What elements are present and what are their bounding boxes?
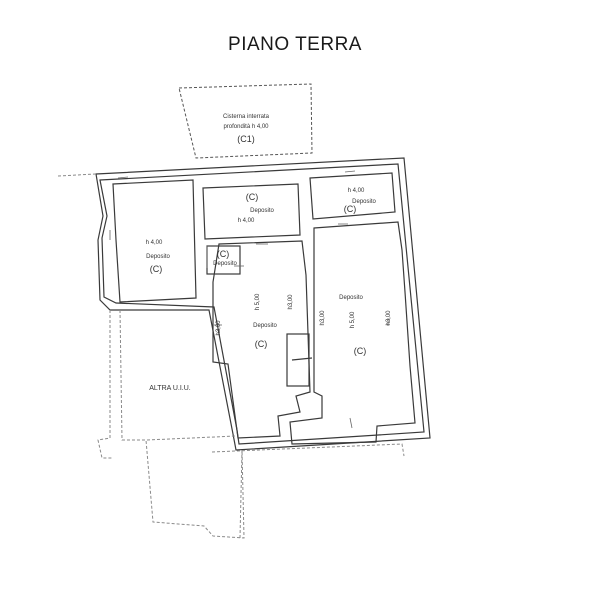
right-room-name: Deposito bbox=[339, 295, 363, 301]
page-title: PIANO TERRA bbox=[228, 34, 362, 55]
small-room-code: (C) bbox=[217, 249, 230, 259]
wall-ticks bbox=[109, 170, 389, 429]
neighbor-outlines bbox=[57, 173, 405, 539]
small-room-name: Deposito bbox=[213, 261, 237, 267]
center-room-code: (C) bbox=[255, 339, 268, 349]
left-room-name: Deposito bbox=[146, 254, 170, 260]
center-room-name: Deposito bbox=[253, 323, 277, 329]
top-middle-code: (C) bbox=[246, 192, 259, 202]
left-room-code: (C) bbox=[150, 264, 163, 274]
outer-walls bbox=[95, 157, 431, 451]
top-right-code: (C) bbox=[344, 204, 357, 214]
center-h-right: h3,00 bbox=[288, 294, 294, 310]
right-h-left: h3,00 bbox=[320, 310, 326, 326]
left-room-height: h 4,00 bbox=[146, 240, 163, 246]
top-middle-height: h 4,00 bbox=[238, 218, 255, 224]
center-h-left: h3,00 bbox=[216, 320, 222, 336]
center-h-mid: h 5,00 bbox=[255, 293, 261, 310]
top-middle-name: Deposito bbox=[250, 208, 274, 214]
top-right-name: Deposito bbox=[352, 199, 376, 205]
right-h-right: h3,00 bbox=[386, 310, 392, 326]
right-h-mid: h 5,00 bbox=[350, 311, 356, 328]
other-unit-label: ALTRA U.I.U. bbox=[149, 385, 191, 392]
cistern-line2: profondità h 4,00 bbox=[223, 124, 269, 130]
right-room-code: (C) bbox=[354, 346, 367, 356]
top-right-height: h 4,00 bbox=[348, 188, 365, 194]
cistern-outline bbox=[178, 83, 313, 159]
cistern-line1: Cisterna interrata bbox=[223, 114, 270, 120]
cistern-code: (C1) bbox=[237, 134, 255, 144]
